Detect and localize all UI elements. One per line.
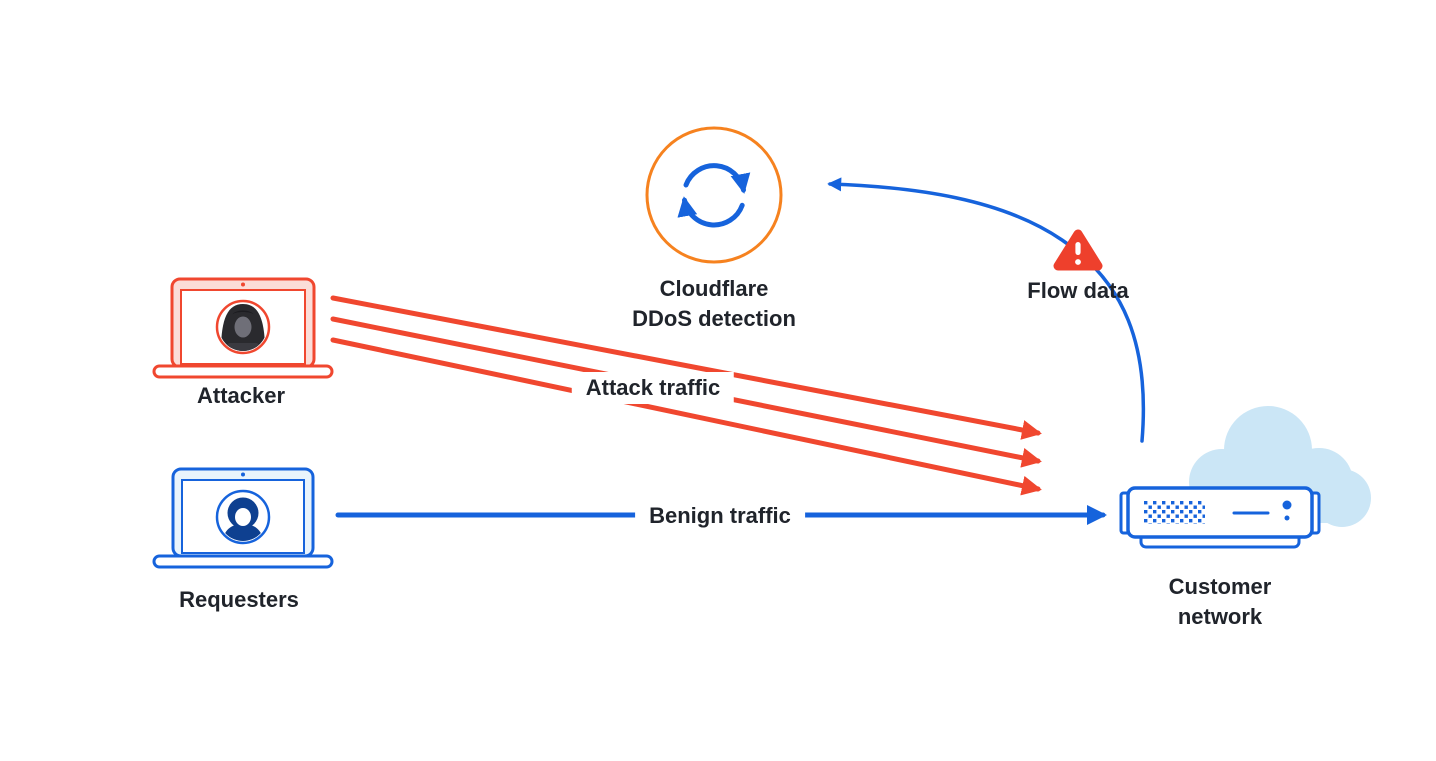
sync-icon <box>677 163 751 228</box>
customer-network-label-line2: network <box>1177 604 1263 629</box>
warning-icon <box>1053 229 1103 271</box>
camera-dot <box>241 282 245 287</box>
cloudflare-label-line2: DDoS detection <box>632 306 796 331</box>
requester-avatar <box>222 497 264 541</box>
customer-network-node <box>1119 406 1371 549</box>
laptop-requester-icon <box>152 467 334 569</box>
camera-dot <box>241 472 245 477</box>
customer-network-label: Customer network <box>1169 572 1272 632</box>
cloudflare-ddos-detection-label: Cloudflare DDoS detection <box>632 274 796 334</box>
customer-network-label-line1: Customer <box>1168 574 1272 599</box>
flow-data-feed-arrow <box>827 177 1146 443</box>
benign-traffic-label: Benign traffic <box>635 500 805 532</box>
attacker-label: Attacker <box>196 383 286 408</box>
server-icon <box>1119 486 1321 549</box>
attack-traffic-label: Attack traffic <box>571 372 735 404</box>
cloudflare-label-line1: Cloudflare <box>659 276 769 301</box>
server-led-grid <box>1144 501 1205 524</box>
requesters-label: Requesters <box>179 587 299 612</box>
laptop-attacker-icon <box>152 277 334 379</box>
detection-ring <box>645 126 783 264</box>
flow-data-label: Flow data <box>1027 278 1129 303</box>
cloudflare-ddos-detection-node <box>645 126 783 264</box>
